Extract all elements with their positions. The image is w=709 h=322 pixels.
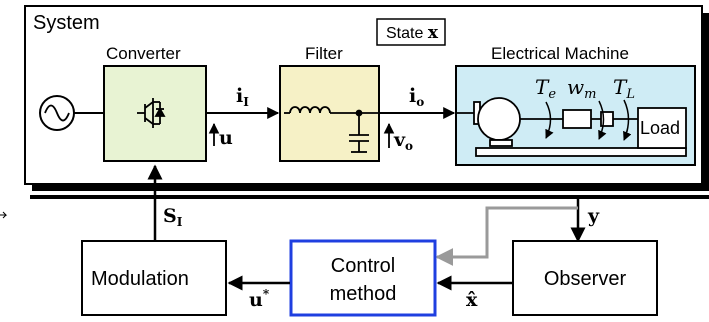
system-title: System — [33, 12, 100, 34]
motor-icon — [456, 97, 687, 157]
bus-end-arrow-icon — [0, 211, 8, 219]
torque-arcs-icon — [545, 99, 632, 141]
sine-wave-icon — [44, 104, 70, 122]
y-feedback-line — [435, 206, 578, 266]
signal-T-L: TL — [613, 75, 635, 102]
converter-block — [103, 65, 207, 162]
signal-S-I: SI — [163, 205, 183, 229]
load-label: Load — [640, 118, 680, 138]
signal-T-e: Te — [535, 75, 556, 102]
observer-block — [512, 240, 658, 316]
machine-label: Electrical Machine — [491, 44, 629, 63]
modulation-label: Modulation — [91, 268, 189, 290]
control-label-line2: method — [330, 283, 397, 305]
modulation-block — [81, 240, 227, 316]
signal-i-o: io — [409, 85, 424, 109]
state-label: State x — [386, 23, 439, 43]
converter-label: Converter — [106, 44, 181, 63]
signal-y: y — [587, 205, 600, 227]
signal-u-star: u* — [249, 287, 270, 311]
observer-label: Observer — [544, 268, 627, 290]
filter-label: Filter — [305, 44, 343, 63]
signal-u: u — [219, 127, 233, 149]
signal-x-hat: x̂ — [466, 289, 478, 311]
signal-v-o: vo — [393, 129, 413, 153]
lc-filter-icon — [284, 106, 378, 153]
signal-w-m: wm — [567, 75, 596, 102]
state-box — [376, 18, 446, 46]
control-label-line1: Control — [331, 255, 395, 277]
signal-i-I: iI — [236, 85, 249, 109]
igbt-switch-icon — [137, 98, 166, 128]
control-method-block — [289, 239, 437, 317]
